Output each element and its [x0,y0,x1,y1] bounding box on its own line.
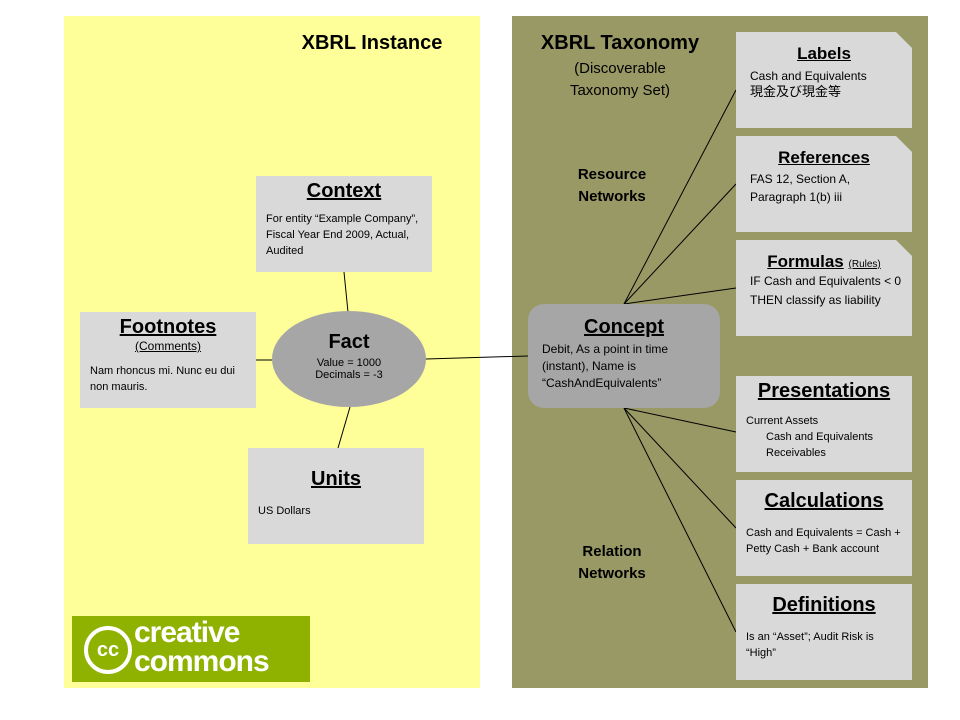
labels-title: Labels [797,44,851,63]
calculations-body: Cash and Equivalents = Cash + Petty Cash… [746,527,901,555]
definitions-body: Is an “Asset”; Audit Risk is “High” [746,631,874,659]
presentations-line2: Cash and Equivalents [766,431,874,443]
definitions-box: Definitions Is an “Asset”; Audit Risk is… [736,584,912,680]
presentations-line3: Receivables [766,447,826,459]
fact-decimals: Decimals = -3 [315,369,383,381]
formulas-body: IF Cash and Equivalents < 0 THEN classif… [750,274,902,307]
instance-title: XBRL Instance [301,32,443,54]
units-box: Units US Dollars [248,448,424,544]
concept-title: Concept [584,316,664,338]
concept-node: Concept Debit, As a point in time (insta… [528,304,720,408]
references-title: References [778,148,870,167]
units-body: US Dollars [258,505,311,517]
presentations-title: Presentations [757,380,891,402]
formulas-box: Formulas (Rules) IF Cash and Equivalents… [736,240,912,336]
fact-node: Fact Value = 1000 Decimals = -3 [272,311,426,407]
references-box: References FAS 12, Section A, Paragraph … [736,136,912,232]
references-body: FAS 12, Section A, Paragraph 1(b) iii [750,172,851,204]
line-concept-definitions [623,407,737,633]
taxonomy-subtitle: (Discoverable Taxonomy Set) [569,60,671,99]
logo-text-line1: creative [134,616,240,649]
logo-text-line2: commons [134,645,270,678]
creative-commons-logo: cc creative commons [72,616,310,682]
line-concept-calculations [623,407,737,529]
labels-line1: Cash and Equivalents [750,69,867,83]
relation-networks-label: Relation Networks [578,543,646,582]
line-concept-formulas [623,287,737,305]
calculations-title: Calculations [764,490,884,512]
line-fact-concept [425,355,529,360]
presentations-box: Presentations Current Assets Cash and Eq… [736,376,912,472]
context-title: Context [306,180,382,202]
labels-box: Labels Cash and Equivalents 現金及び現金等 [736,32,912,128]
context-box: Context For entity “Example Company”, Fi… [256,176,432,272]
cc-icon: cc [84,626,132,674]
calculations-box: Calculations Cash and Equivalents = Cash… [736,480,912,576]
taxonomy-title: XBRL Taxonomy [540,32,700,54]
presentations-line1: Current Assets [746,415,819,427]
line-concept-presentations [623,407,737,433]
units-title: Units [311,468,361,490]
formulas-title-row: Formulas (Rules) [736,252,912,272]
definitions-title: Definitions [772,594,876,616]
footnotes-box: Footnotes (Comments) Nam rhoncus mi. Nun… [80,312,256,408]
fact-value: Value = 1000 [316,357,382,369]
fact-title: Fact [328,331,370,353]
resource-networks-label: Resource Networks [577,166,647,205]
labels-line2: 現金及び現金等 [750,84,842,99]
line-concept-labels [623,89,737,305]
line-concept-references [623,183,737,305]
formulas-title: Formulas [767,252,844,271]
context-body: For entity “Example Company”, Fiscal Yea… [266,213,419,257]
line-fact-units [337,406,351,449]
concept-body: Debit, As a point in time (instant), Nam… [542,342,669,390]
footnotes-subtitle: (Comments) [134,339,201,353]
formulas-title-suffix: (Rules) [848,259,881,270]
line-fact-context [343,271,349,313]
footnotes-title: Footnotes [119,316,217,338]
footnotes-body: Nam rhoncus mi. Nunc eu dui non mauris. [90,365,235,393]
